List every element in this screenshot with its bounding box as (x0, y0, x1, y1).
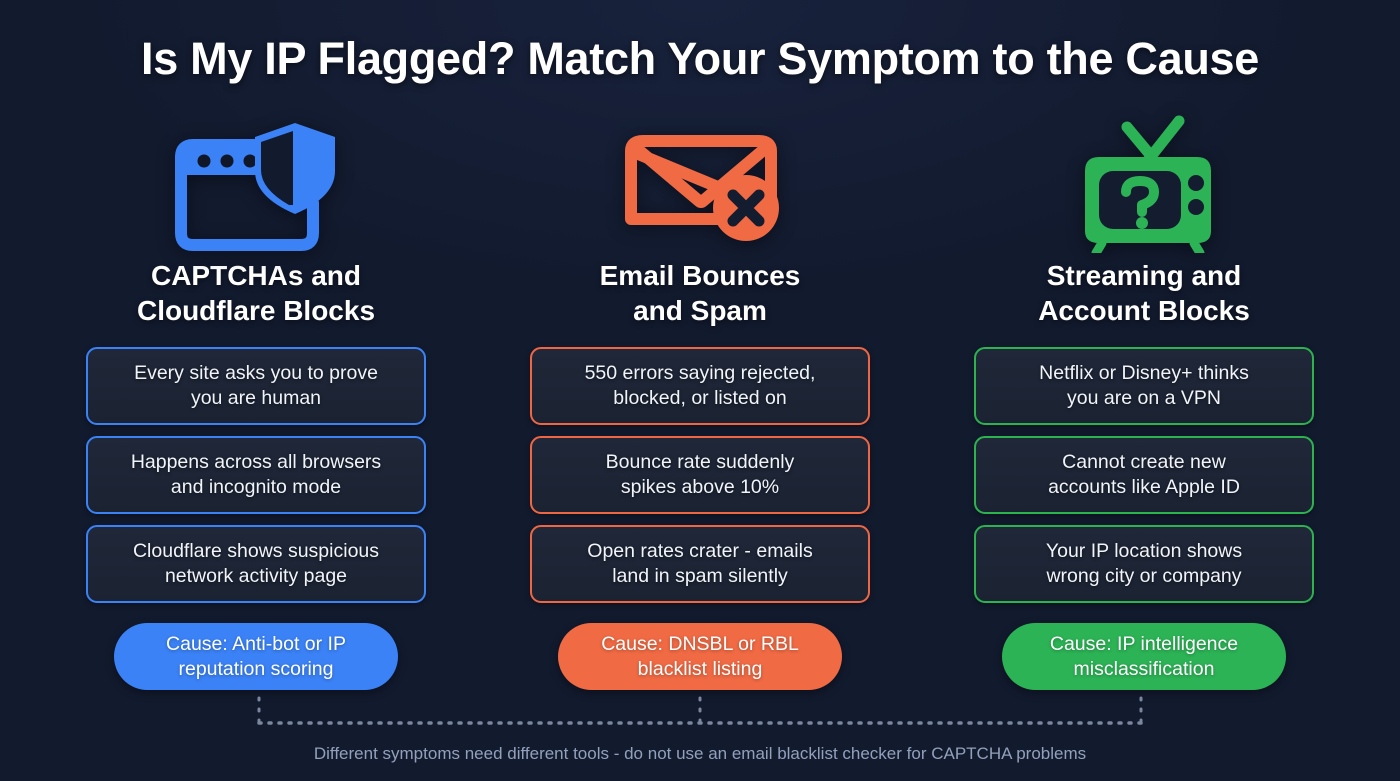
symptom-text: 550 errors saying rejected, blocked, or … (584, 362, 816, 409)
cause-pill[interactable]: Cause: IP intelligence misclassification (1002, 623, 1286, 690)
envelope-error-icon (613, 110, 788, 256)
column-streaming: Streaming and Account Blocks Netflix or … (974, 110, 1314, 690)
symptom-text: Every site asks you to prove you are hum… (134, 362, 378, 409)
column-heading: Email Bounces and Spam (599, 260, 801, 326)
symptom-card[interactable]: Happens across all browsers and incognit… (86, 436, 426, 514)
symptom-card[interactable]: Open rates crater - emails land in spam … (530, 525, 870, 603)
symptom-text: Happens across all browsers and incognit… (130, 451, 382, 498)
browser-window-shield-icon (169, 110, 344, 256)
symptom-text: Cloudflare shows suspicious network acti… (132, 540, 380, 587)
footer-note: Different symptoms need different tools … (313, 744, 1087, 763)
cause-pill[interactable]: Cause: DNSBL or RBL blacklist listing (558, 623, 842, 690)
symptom-text: Cannot create new accounts like Apple ID (1048, 451, 1240, 498)
tv-question-mark-icon (1057, 110, 1232, 256)
symptom-text: Open rates crater - emails land in spam … (587, 540, 813, 587)
symptom-card-list: Every site asks you to prove you are hum… (86, 347, 426, 603)
symptom-card[interactable]: Netflix or Disney+ thinks you are on a V… (974, 347, 1314, 425)
column-heading: CAPTCHAs and Cloudflare Blocks (136, 260, 376, 326)
symptom-text: Netflix or Disney+ thinks you are on a V… (1039, 362, 1249, 409)
symptom-card-list: 550 errors saying rejected, blocked, or … (530, 347, 870, 603)
column-email-bounces: Email Bounces and Spam 550 errors saying… (530, 110, 870, 690)
symptom-columns: CAPTCHAs and Cloudflare Blocks Every sit… (0, 110, 1400, 690)
column-heading: Streaming and Account Blocks (1038, 260, 1250, 326)
cause-pill[interactable]: Cause: Anti-bot or IP reputation scoring (114, 623, 398, 690)
symptom-card[interactable]: Cloudflare shows suspicious network acti… (86, 525, 426, 603)
symptom-text: Your IP location shows wrong city or com… (1045, 540, 1243, 587)
symptom-card[interactable]: Every site asks you to prove you are hum… (86, 347, 426, 425)
symptom-text: Bounce rate suddenly spikes above 10% (605, 451, 795, 498)
symptom-card[interactable]: Your IP location shows wrong city or com… (974, 525, 1314, 603)
cause-text: Cause: Anti-bot or IP reputation scoring (166, 632, 346, 680)
symptom-card[interactable]: Bounce rate suddenly spikes above 10% (530, 436, 870, 514)
symptom-card[interactable]: Cannot create new accounts like Apple ID (974, 436, 1314, 514)
cause-text: Cause: DNSBL or RBL blacklist listing (601, 632, 799, 680)
cause-text: Cause: IP intelligence misclassification (1049, 632, 1239, 680)
page-title: Is My IP Flagged? Match Your Symptom to … (141, 33, 1259, 84)
connector-lines (257, 696, 1143, 725)
symptom-card[interactable]: 550 errors saying rejected, blocked, or … (530, 347, 870, 425)
symptom-card-list: Netflix or Disney+ thinks you are on a V… (974, 347, 1314, 603)
column-captchas: CAPTCHAs and Cloudflare Blocks Every sit… (86, 110, 426, 690)
